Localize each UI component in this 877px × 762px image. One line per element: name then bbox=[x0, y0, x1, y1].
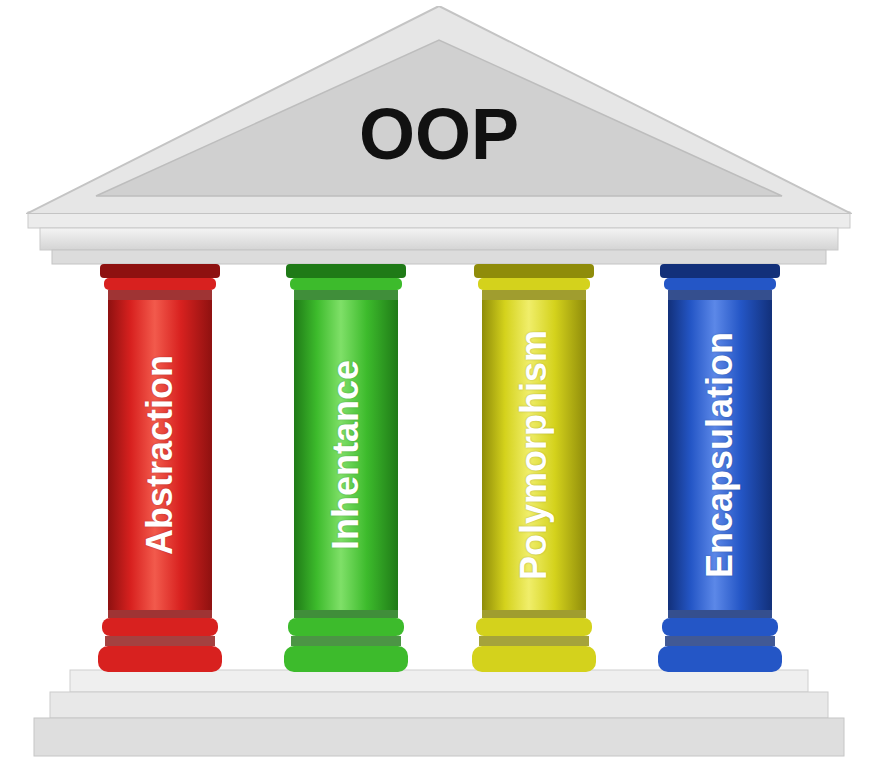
architrave bbox=[40, 228, 838, 250]
pillar-base-scotia bbox=[105, 636, 215, 646]
pillar-capital-top bbox=[474, 264, 594, 278]
pillar: Encapsulation bbox=[668, 300, 772, 610]
architrave-lower bbox=[52, 250, 826, 264]
pillar-label: Polymorphism bbox=[516, 330, 552, 580]
pillar: Inhentance bbox=[294, 300, 398, 610]
step-bottom bbox=[34, 718, 844, 756]
pillar-base-scotia bbox=[479, 636, 589, 646]
pillar-plinth bbox=[472, 646, 596, 672]
pediment: OOP bbox=[26, 6, 852, 214]
pillar-capital-ring bbox=[104, 278, 216, 290]
cornice bbox=[28, 212, 850, 228]
pillar-base-torus bbox=[662, 618, 778, 636]
pillar-label: Abstraction bbox=[142, 355, 178, 555]
pillar-parts bbox=[98, 264, 782, 672]
pillar-base-torus bbox=[476, 618, 592, 636]
pillar-capital-top bbox=[100, 264, 220, 278]
pediment-outer bbox=[26, 6, 852, 214]
pillar-capital-ring bbox=[664, 278, 776, 290]
pillar-plinth bbox=[658, 646, 782, 672]
pillar: Abstraction bbox=[108, 300, 212, 610]
pillar-base-torus bbox=[288, 618, 404, 636]
pillar-capital-top bbox=[286, 264, 406, 278]
pillar-base-torus bbox=[102, 618, 218, 636]
pillar-base-scotia bbox=[291, 636, 401, 646]
pillar-base-scotia bbox=[665, 636, 775, 646]
pillar-capital-top bbox=[660, 264, 780, 278]
step-top bbox=[70, 670, 808, 692]
pillar-plinth bbox=[284, 646, 408, 672]
pillar-plinth bbox=[98, 646, 222, 672]
pediment-inner bbox=[96, 40, 782, 196]
pediment-title: OOP bbox=[359, 98, 519, 170]
pillar-label: Encapsulation bbox=[702, 332, 738, 578]
pillar: Polymorphism bbox=[482, 300, 586, 610]
pillar-capital-ring bbox=[478, 278, 590, 290]
pillar-label: Inhentance bbox=[328, 360, 364, 550]
step-middle bbox=[50, 692, 828, 718]
pillar-capital-ring bbox=[290, 278, 402, 290]
